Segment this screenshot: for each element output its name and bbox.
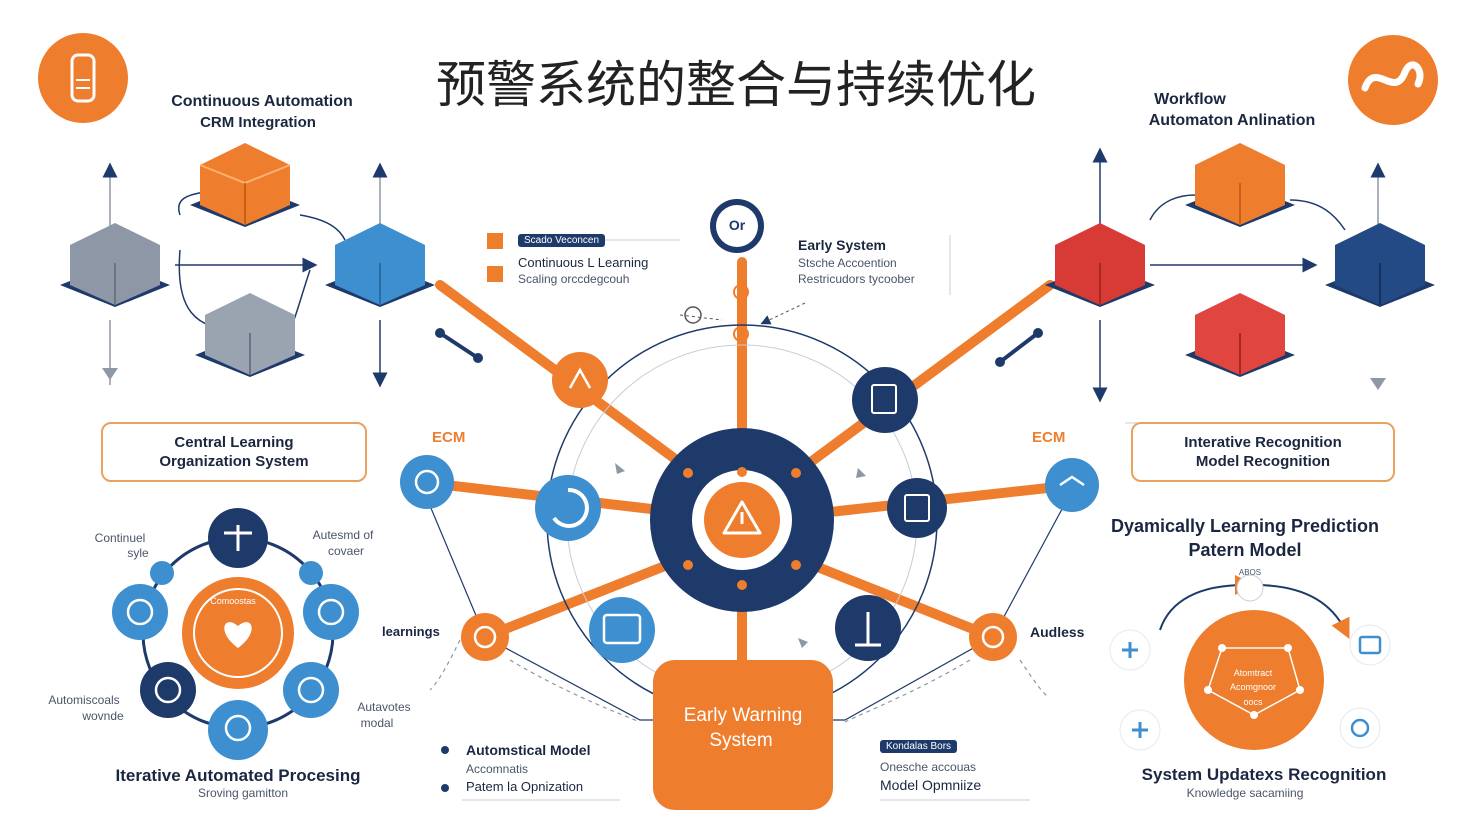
cycle-tr-1: Autesmd of [312, 528, 374, 542]
central-hub [650, 428, 834, 612]
bottom-left-title: Iterative Automated Procesing [115, 766, 361, 785]
top-badge-label: Or [728, 217, 746, 233]
cycle-tl-2: syle [127, 546, 149, 560]
right-mid-title-1: Dyamically Learning Prediction [1110, 516, 1380, 536]
cycle-bl-1: Automiscoals [48, 693, 120, 707]
page-title: 预警系统的整合与持续优化 [436, 56, 1036, 114]
early-system-sub-2: Restricudors tycoober [798, 272, 915, 286]
early-warning-box [653, 660, 833, 810]
top-left-title-1: Continuous Automation [171, 93, 353, 110]
bottom-right-sub: Knowledge sacamiing [1186, 786, 1304, 800]
hub-label-2: System [709, 730, 773, 751]
right-mid-title-2: Patern Model [1188, 540, 1302, 560]
bottom-right-tag: Kondalas Bors [880, 740, 958, 753]
left-box-line-2: Organization System [159, 453, 309, 470]
hub-label-1: Early Warning [683, 705, 803, 726]
top-right-title-1: Workflow [1154, 91, 1226, 108]
bullet-2 [441, 784, 449, 792]
cycle-bl-2: wovnde [82, 709, 124, 723]
bullet-1 [441, 746, 449, 754]
center-top-tag: Scado Veconcen [518, 234, 606, 247]
hub-nodes [400, 352, 1099, 663]
logo-left [38, 33, 128, 123]
cube-cluster-right [995, 143, 1435, 403]
left-box-line-1: Central Learning [174, 434, 294, 451]
cycle-tr-2: covaer [327, 544, 365, 558]
cycle-br-2: modal [360, 716, 394, 730]
bottom-right-line-1: Onesche accouas [880, 760, 977, 774]
bottom-right-center-1: Atomtract [1233, 668, 1273, 678]
early-system-sub-1: Stsche Accoention [798, 256, 897, 270]
right-box-line-1: Interative Recognition [1184, 434, 1342, 451]
learnings-label: learnings [382, 624, 440, 639]
cube-cluster-left [60, 143, 483, 388]
legend-square-2 [487, 266, 503, 282]
center-top-line-1: Continuous L Learning [518, 255, 649, 270]
bottom-left-sub: Sroving gamitton [197, 786, 289, 800]
top-right-title-2: Automaton Anlination [1148, 112, 1316, 129]
bottom-item-1: Automstical Model [466, 742, 591, 758]
cycle-br-1: Autavotes [357, 700, 411, 714]
bottom-right-title: System Updatexs Recognition [1141, 765, 1387, 784]
early-system-title: Early System [798, 237, 886, 253]
logo-right [1348, 35, 1438, 125]
cycle-tl-1: Continuel [94, 531, 146, 545]
center-top-line-2: Scaling orccdegcouh [518, 272, 630, 286]
bottom-item-2: Patem la Opnization [466, 779, 584, 794]
cycle-left [112, 508, 359, 760]
right-box-line-2: Model Recognition [1195, 453, 1331, 470]
top-badge-node [679, 199, 806, 342]
chevron-markers [615, 463, 866, 648]
bottom-right-center-3: oocs [1243, 697, 1263, 707]
bottom-right-top-tag: ABOS [1238, 568, 1262, 577]
bottom-item-1b: Accomnatis [466, 762, 529, 776]
cycle-right [1109, 574, 1391, 751]
top-left-title-2: CRM Integration [200, 114, 316, 131]
bottom-right-center-2: Acomgnoor [1229, 682, 1277, 692]
ecm-right-label: ECM [1032, 429, 1066, 446]
dashed-paths [429, 639, 1049, 723]
ecm-left-label: ECM [432, 429, 466, 446]
legend-square-1 [487, 233, 503, 249]
bottom-right-line-2: Model Opmniize [880, 777, 982, 793]
cycle-center-text: Comoostas [210, 596, 256, 606]
audless-label: Audless [1030, 624, 1085, 640]
